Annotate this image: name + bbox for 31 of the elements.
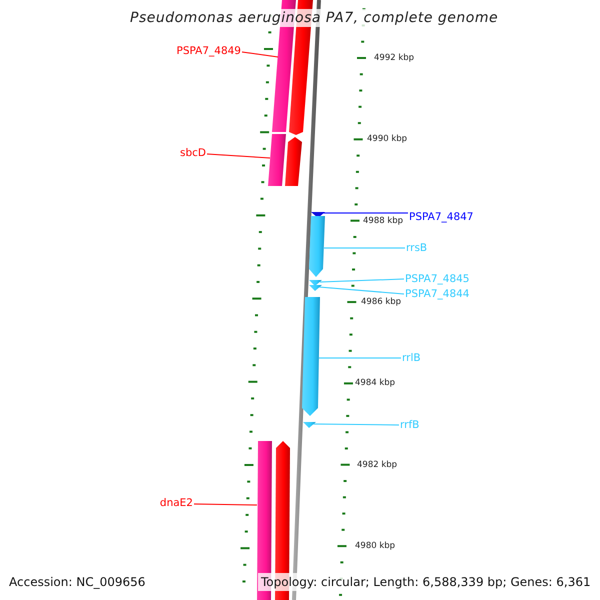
gene-label: PSPA7_4847 (409, 210, 474, 224)
leader-line (318, 286, 404, 294)
gene-label: rrfB (400, 418, 420, 432)
leader-line (242, 52, 278, 58)
gene-bar (268, 134, 286, 186)
gene-label: sbcD (180, 146, 206, 160)
leader-line (194, 504, 258, 506)
scale-label: 4986 kbp (361, 297, 402, 307)
scale-label: 4984 kbp (355, 378, 396, 388)
gene-bar (303, 422, 316, 428)
gene-label: dnaE2 (160, 496, 193, 510)
leader-line (312, 424, 400, 426)
gene-label: PSPA7_4845 (405, 272, 470, 286)
gene-label: rrsB (406, 241, 428, 255)
gene-bar (309, 280, 322, 286)
gene-bar (309, 285, 322, 291)
scale-label: 4992 kbp (374, 53, 414, 63)
gene-label: PSPA7_4844 (405, 287, 470, 301)
gene-bar (302, 297, 320, 416)
scale-label: 4980 kbp (355, 541, 396, 551)
scale-label: 4982 kbp (357, 460, 398, 470)
scale-label: 4988 kbp (363, 216, 404, 226)
accession-text: Accession: NC_009656 (9, 574, 146, 590)
gene-label: PSPA7_4849 (176, 44, 241, 58)
leader-line (206, 154, 270, 158)
gene-bar (309, 216, 325, 277)
scale-label: 4990 kbp (367, 134, 408, 144)
leader-line (322, 212, 408, 214)
gene-bar (285, 137, 302, 186)
gene-label: rrlB (402, 351, 421, 365)
leader-line (320, 278, 404, 282)
